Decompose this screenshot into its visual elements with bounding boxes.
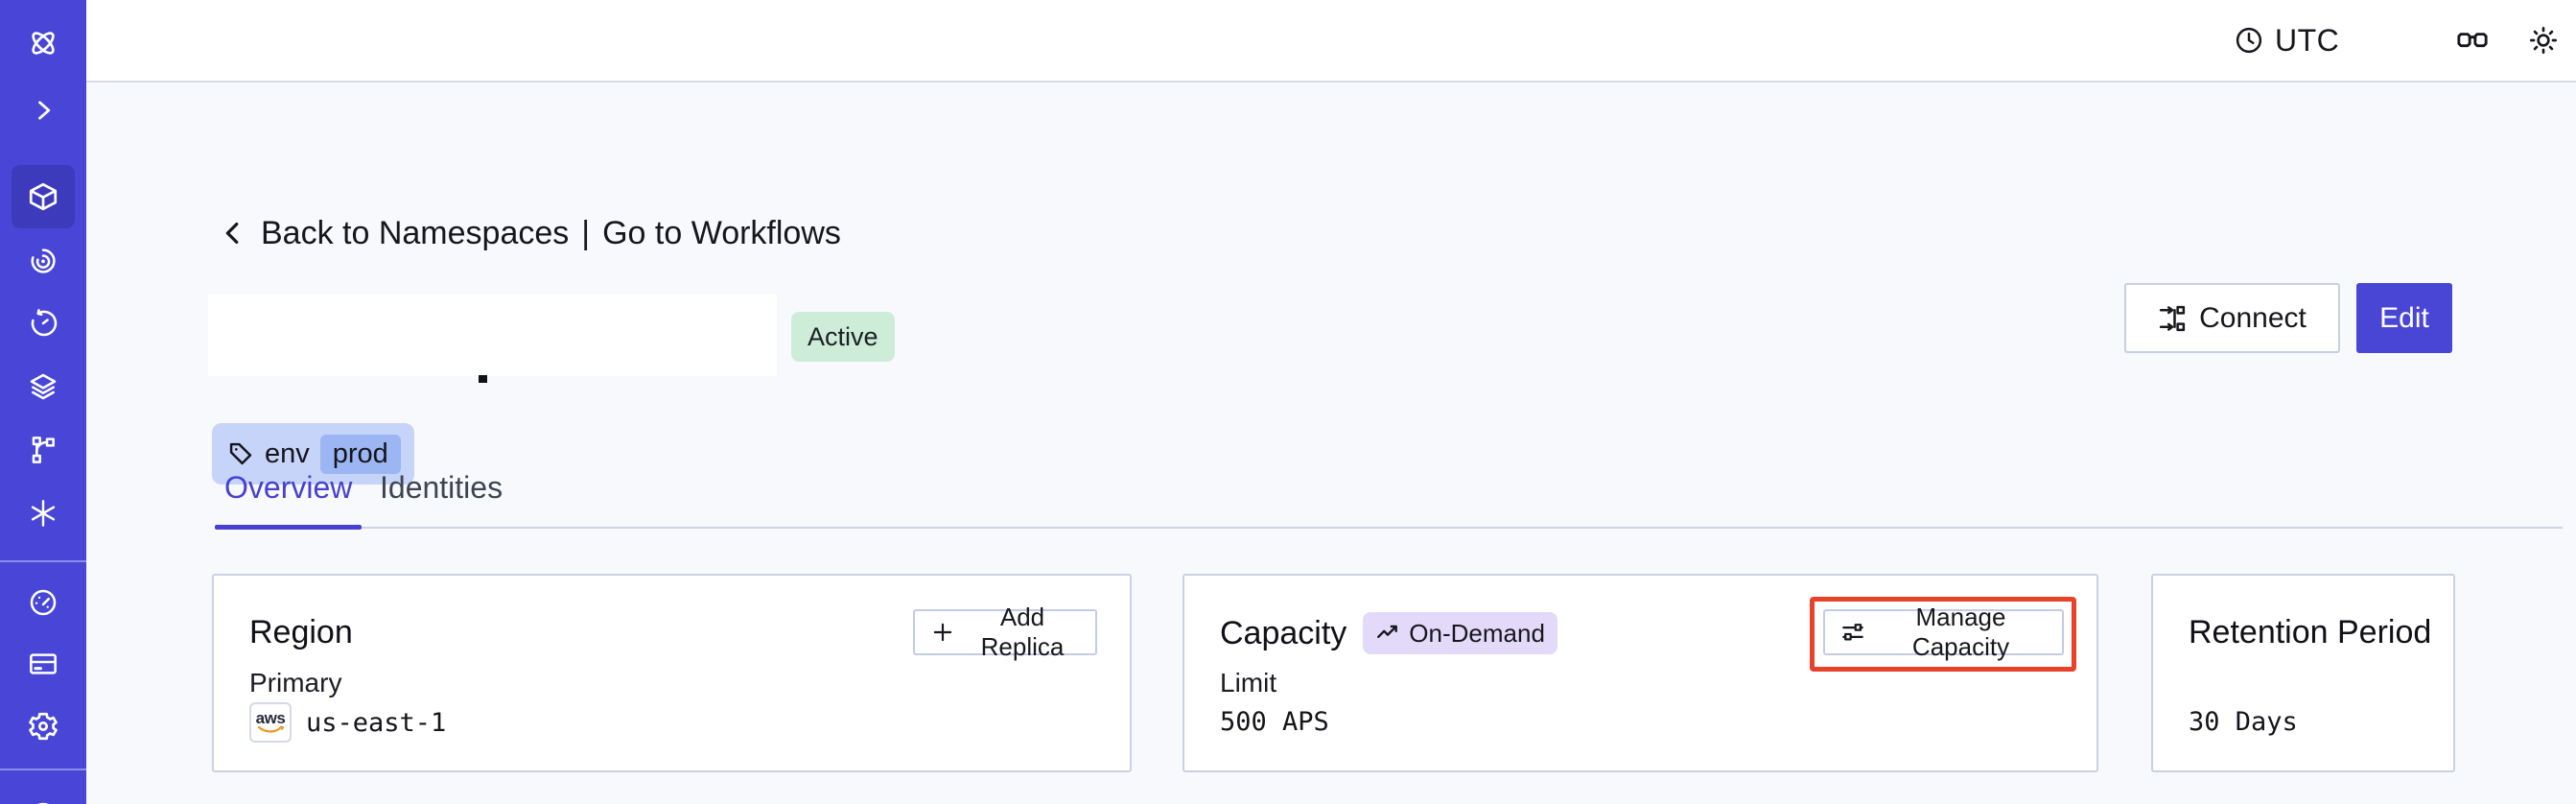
breadcrumb: Back to Namespaces | Go to Workflows xyxy=(219,209,841,257)
namespace-title-artifact xyxy=(479,375,487,383)
chevron-right-icon xyxy=(30,97,57,124)
status-badge: Active xyxy=(791,312,895,362)
cube-icon xyxy=(27,180,59,213)
gauge-icon xyxy=(28,587,59,618)
sidebar-item-billing[interactable] xyxy=(0,635,86,693)
asterisk-icon xyxy=(28,498,59,529)
connect-label: Connect xyxy=(2199,301,2307,334)
layers-icon xyxy=(28,371,59,402)
sidebar-item-batch[interactable] xyxy=(0,485,86,542)
tag-key: env xyxy=(265,437,310,469)
breadcrumb-separator: | xyxy=(581,214,591,251)
connect-icon xyxy=(2158,304,2187,333)
ondemand-label: On-Demand xyxy=(1409,618,1545,648)
back-to-namespaces-link[interactable]: Back to Namespaces xyxy=(261,214,570,251)
capacity-limit-label: Limit xyxy=(1220,668,1277,698)
sidebar-item-home[interactable] xyxy=(0,14,86,72)
region-value-row: aws us-east-1 xyxy=(249,702,446,743)
sliders-icon xyxy=(1840,620,1865,645)
retention-value: 30 Days xyxy=(2189,707,2298,737)
codec-glasses-button[interactable] xyxy=(2456,0,2489,81)
sidebar-item-schedules[interactable] xyxy=(0,295,86,352)
region-value: us-east-1 xyxy=(306,707,447,738)
namespace-tag[interactable]: env prod xyxy=(212,423,414,485)
ondemand-badge: On-Demand xyxy=(1363,612,1557,654)
region-card-title: Region xyxy=(249,614,353,650)
credit-card-icon xyxy=(28,649,59,679)
sun-icon xyxy=(2528,25,2559,56)
region-primary-label: Primary xyxy=(249,668,342,698)
manage-capacity-label: Manage Capacity xyxy=(1911,603,2010,661)
sidebar-item-settings[interactable] xyxy=(0,698,86,755)
clock-icon xyxy=(2235,26,2263,55)
support-circle-icon xyxy=(27,797,59,804)
go-to-workflows-link[interactable]: Go to Workflows xyxy=(602,214,841,251)
edit-button[interactable]: Edit xyxy=(2356,283,2452,353)
sidebar-item-support[interactable] xyxy=(0,785,86,804)
temporal-logo-icon xyxy=(27,27,59,59)
capacity-card-title: Capacity xyxy=(1220,614,1347,651)
trending-up-icon xyxy=(1375,621,1400,646)
retention-card-title: Retention Period xyxy=(2189,614,2432,650)
gear-icon xyxy=(27,710,59,743)
branch-icon xyxy=(28,435,59,465)
timezone-selector[interactable]: UTC xyxy=(2235,0,2339,81)
spiral-icon xyxy=(28,246,59,276)
tab-identities-label: Identities xyxy=(380,470,503,505)
add-replica-button[interactable]: Add Replica xyxy=(913,603,1097,661)
namespace-title-redacted xyxy=(208,295,777,376)
capacity-card: Capacity On-Demand Manage Capacity Limit xyxy=(1183,574,2098,772)
timezone-label: UTC xyxy=(2275,22,2340,58)
glasses-icon xyxy=(2456,24,2489,57)
manage-capacity-button[interactable]: Manage Capacity xyxy=(1823,603,2064,661)
topbar: UTC xyxy=(86,0,2576,83)
tag-icon xyxy=(227,440,254,467)
capacity-value: 500 APS xyxy=(1220,707,1329,737)
add-replica-label: Add Replica xyxy=(980,603,1065,661)
tabs-divider xyxy=(215,527,2563,529)
retention-card: Retention Period 30 Days xyxy=(2151,574,2455,772)
timer-clock-icon xyxy=(28,308,59,339)
sidebar-item-usage[interactable] xyxy=(0,574,86,631)
sidebar-item-namespaces[interactable] xyxy=(12,165,75,228)
back-chevron-icon[interactable] xyxy=(219,217,247,249)
tab-overview-label: Overview xyxy=(224,470,353,505)
sidebar-item-deployments[interactable] xyxy=(0,358,86,415)
aws-logo: aws xyxy=(249,702,292,743)
tab-overview[interactable]: Overview xyxy=(215,470,363,530)
sidebar-item-nexus[interactable] xyxy=(0,421,86,479)
theme-toggle-button[interactable] xyxy=(2528,0,2559,81)
sidebar-divider xyxy=(0,560,86,562)
connect-button[interactable]: Connect xyxy=(2124,283,2340,353)
tab-identities[interactable]: Identities xyxy=(370,470,512,530)
sidebar-divider xyxy=(0,769,86,770)
sidebar-item-workflows[interactable] xyxy=(0,232,86,290)
tag-value: prod xyxy=(319,434,401,474)
plus-icon xyxy=(930,620,955,645)
region-card: Region Add Replica Primary aws us-east-1 xyxy=(212,574,1132,772)
sidebar-expand-button[interactable] xyxy=(0,82,86,139)
sidebar xyxy=(0,0,86,804)
active-tab-underline xyxy=(215,525,363,530)
